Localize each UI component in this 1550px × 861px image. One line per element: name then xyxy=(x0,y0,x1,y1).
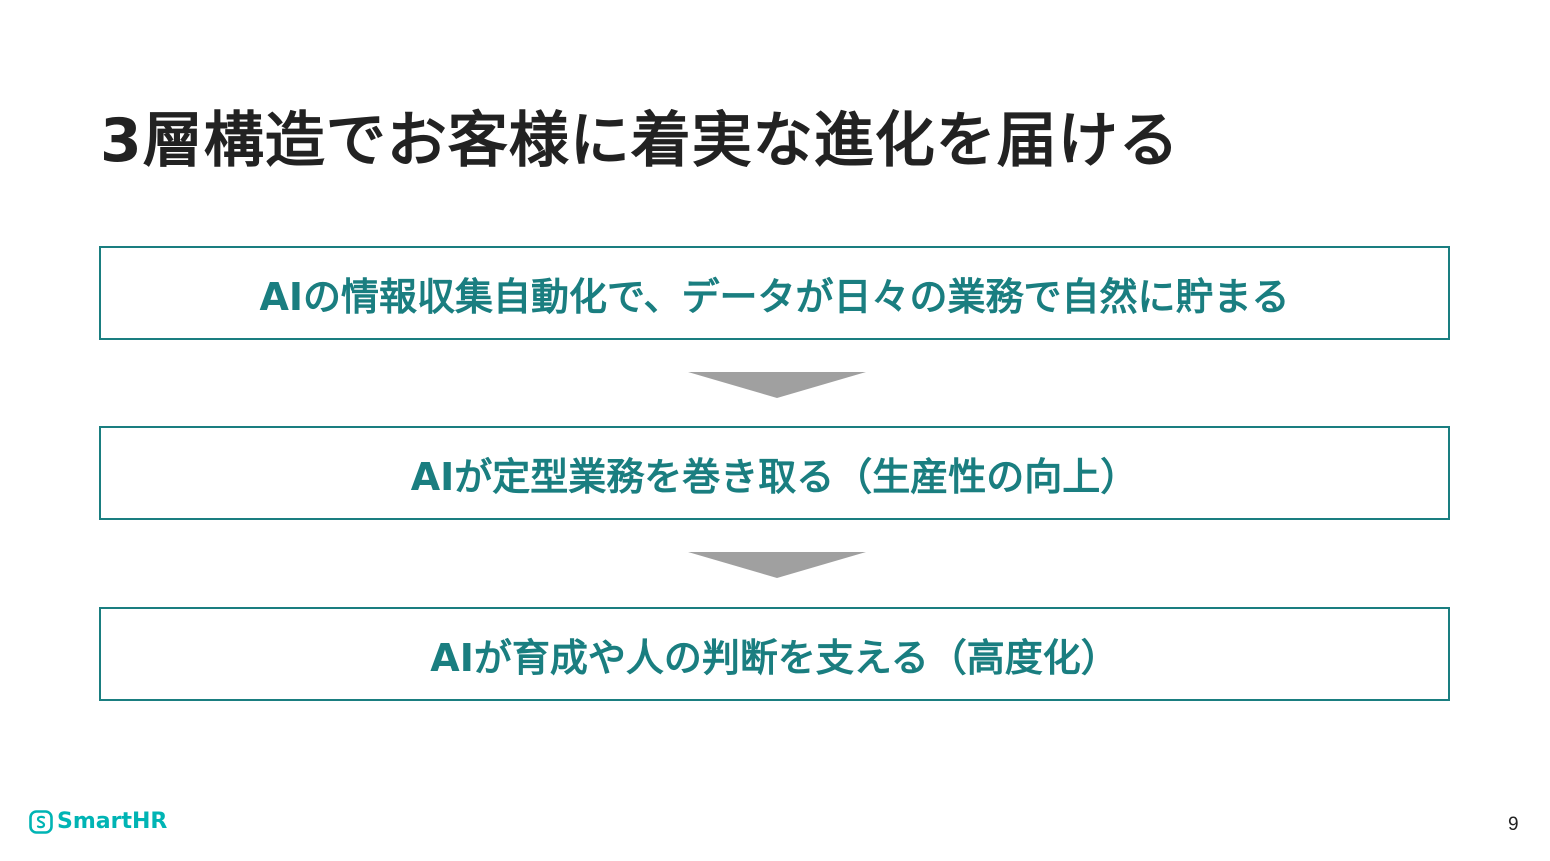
down-arrow-icon xyxy=(688,552,866,578)
step-box-2: AIが定型業務を巻き取る（生産性の向上） xyxy=(99,426,1450,520)
slide-title: 3層構造でお客様に着実な進化を届ける xyxy=(100,106,1180,176)
step-label-3: AIが育成や人の判断を支える（高度化） xyxy=(430,635,1119,680)
step-box-3: AIが育成や人の判断を支える（高度化） xyxy=(99,607,1450,701)
down-arrow-icon xyxy=(688,372,866,398)
smarthr-logo: SmartHR xyxy=(29,809,167,834)
step-label-2: AIが定型業務を巻き取る（生産性の向上） xyxy=(410,454,1139,499)
page-number: 9 xyxy=(1508,814,1519,835)
logo-text: SmartHR xyxy=(57,809,168,834)
step-label-1: AIの情報収集自動化で、データが日々の業務で自然に貯まる xyxy=(259,274,1290,319)
smarthr-logo-icon xyxy=(29,809,53,834)
step-box-1: AIの情報収集自動化で、データが日々の業務で自然に貯まる xyxy=(99,246,1450,340)
